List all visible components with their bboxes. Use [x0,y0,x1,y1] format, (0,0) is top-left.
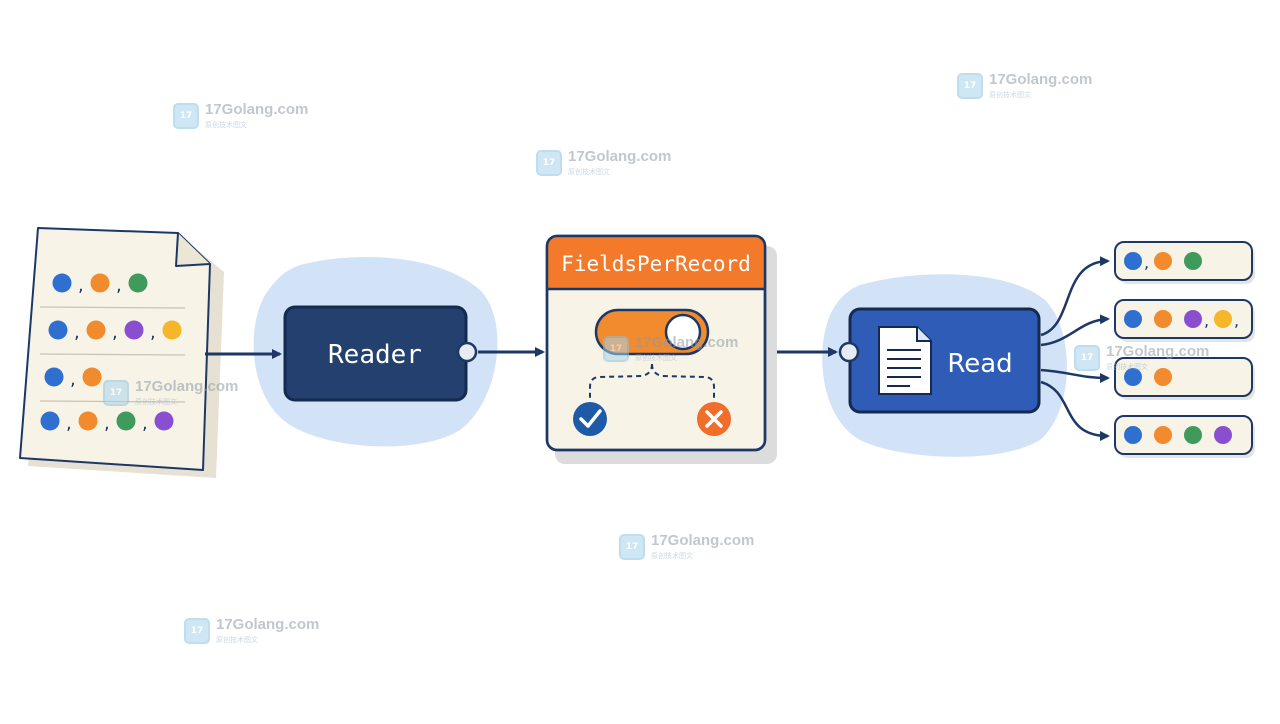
document-rule [39,306,186,309]
record-comma: , [1144,253,1149,272]
record-value-dot [1214,310,1232,328]
record-value-dot [1124,426,1142,444]
output-record: , [1114,241,1255,284]
record-comma: , [1204,311,1209,330]
document-comma: , [142,413,148,434]
document-value-dot [90,273,110,293]
document-fold [175,232,211,267]
document-comma: , [116,275,122,296]
record-value-dot [1214,426,1232,444]
record-value-dot [1154,426,1172,444]
output-records: ,,, [1114,241,1255,458]
output-record: ,, [1114,299,1255,342]
reader-node: Reader [283,305,478,402]
toggle-switch [594,308,710,356]
connector-record-3 [1040,368,1110,383]
fields-per-record-card: FieldsPerRecord [545,234,777,464]
csv-document-icon: ,,,,,,,,, [19,227,224,478]
record-value-dot [1184,252,1202,270]
connector-record-2 [1040,314,1110,347]
record-value-dot [1124,310,1142,328]
document-comma: , [66,413,72,434]
read-input-port [838,341,860,363]
record-value-dot [1124,252,1142,270]
output-record [1114,415,1255,458]
output-record [1114,357,1255,400]
check-icon [573,402,607,436]
record-pill [1114,241,1253,281]
document-rows: ,,,,,,,,, [39,273,186,434]
document-comma: , [104,413,110,434]
record-pill [1114,299,1253,339]
document-comma: , [112,322,118,343]
fields-per-record-label: FieldsPerRecord [561,252,751,276]
record-value-dot [1124,368,1142,386]
card-header [547,236,765,289]
document-comma: , [150,322,156,343]
read-node: Read [838,307,1041,414]
record-pill [1114,357,1253,397]
toggle-knob [664,313,702,351]
document-value-dot [86,320,106,340]
document-value-dot [82,367,102,387]
document-value-dot [116,411,136,431]
record-value-dot [1184,426,1202,444]
document-comma: , [74,322,80,343]
document-comma: , [70,369,76,390]
cross-icon [697,402,731,436]
reader-label: Reader [328,340,422,370]
document-value-dot [40,411,60,431]
document-rule [39,353,186,356]
reader-output-port [456,341,478,363]
read-label: Read [947,349,1012,379]
document-value-dot [154,411,174,431]
document-value-dot [128,273,148,293]
connector-record-1 [1040,256,1110,337]
document-value-dot [52,273,72,293]
record-pill [1114,415,1253,455]
record-comma: , [1234,311,1239,330]
connector-record-4 [1040,380,1110,441]
output-connectors [1040,256,1110,441]
document-value-dot [44,367,64,387]
record-value-dot [1154,252,1172,270]
document-value-dot [124,320,144,340]
document-icon [878,326,932,395]
record-value-dot [1184,310,1202,328]
document-value-dot [78,411,98,431]
document-value-dot [162,320,182,340]
document-value-dot [48,320,68,340]
record-value-dot [1154,310,1172,328]
document-comma: , [78,275,84,296]
record-value-dot [1154,368,1172,386]
